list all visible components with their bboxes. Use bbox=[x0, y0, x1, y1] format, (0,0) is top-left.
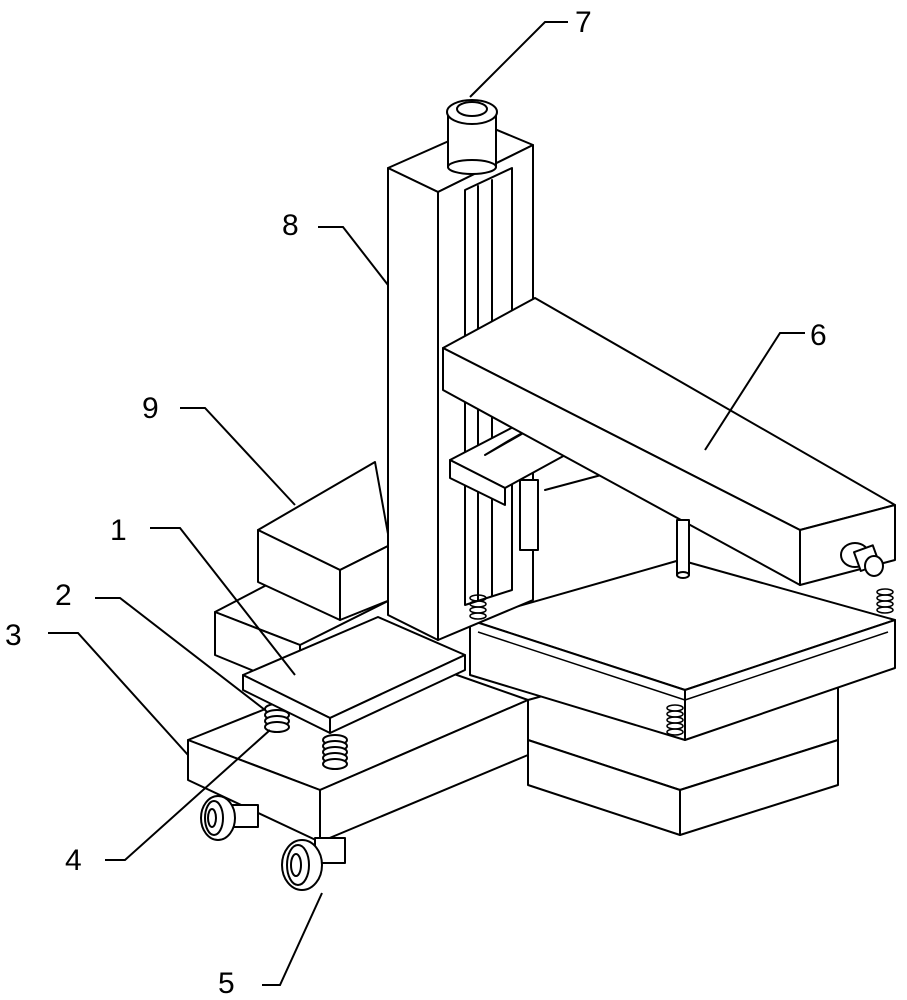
spring-right-top bbox=[876, 588, 894, 614]
probe-rod bbox=[676, 519, 690, 579]
leader-6 bbox=[704, 332, 805, 451]
leader-8 bbox=[318, 226, 389, 286]
leader-4 bbox=[105, 729, 271, 861]
label-3: 3 bbox=[5, 619, 22, 652]
top-plate bbox=[242, 616, 466, 734]
spring-left-top bbox=[469, 594, 487, 620]
label-4: 4 bbox=[65, 844, 82, 877]
horizontal-arm bbox=[442, 297, 896, 586]
base-frame bbox=[187, 654, 529, 843]
top-motor bbox=[446, 99, 498, 175]
label-2: 2 bbox=[55, 579, 72, 612]
label-8: 8 bbox=[282, 209, 299, 242]
leader-5 bbox=[262, 892, 323, 986]
leader-lines bbox=[48, 21, 805, 986]
leader-1 bbox=[150, 527, 296, 676]
wheel-rear bbox=[200, 795, 259, 841]
label-1: 1 bbox=[110, 514, 127, 547]
reference-numerals: 1 2 3 4 5 6 7 8 9 bbox=[5, 6, 827, 1000]
right-box-springs bbox=[469, 588, 894, 736]
leader-9 bbox=[180, 407, 296, 506]
spring-front-plate bbox=[322, 734, 348, 770]
label-7: 7 bbox=[575, 6, 592, 39]
label-6: 6 bbox=[810, 319, 827, 352]
leader-7 bbox=[469, 21, 568, 98]
spring-2 bbox=[264, 703, 290, 733]
label-9: 9 bbox=[142, 392, 159, 425]
wheel-front bbox=[281, 837, 346, 891]
leader-2 bbox=[95, 597, 266, 711]
control-box bbox=[257, 461, 391, 621]
spring-front-mid bbox=[666, 704, 684, 736]
right-upper-box bbox=[469, 559, 896, 741]
arm-end-cylinder bbox=[840, 542, 884, 577]
label-5: 5 bbox=[218, 967, 235, 1000]
leader-3 bbox=[48, 632, 189, 756]
